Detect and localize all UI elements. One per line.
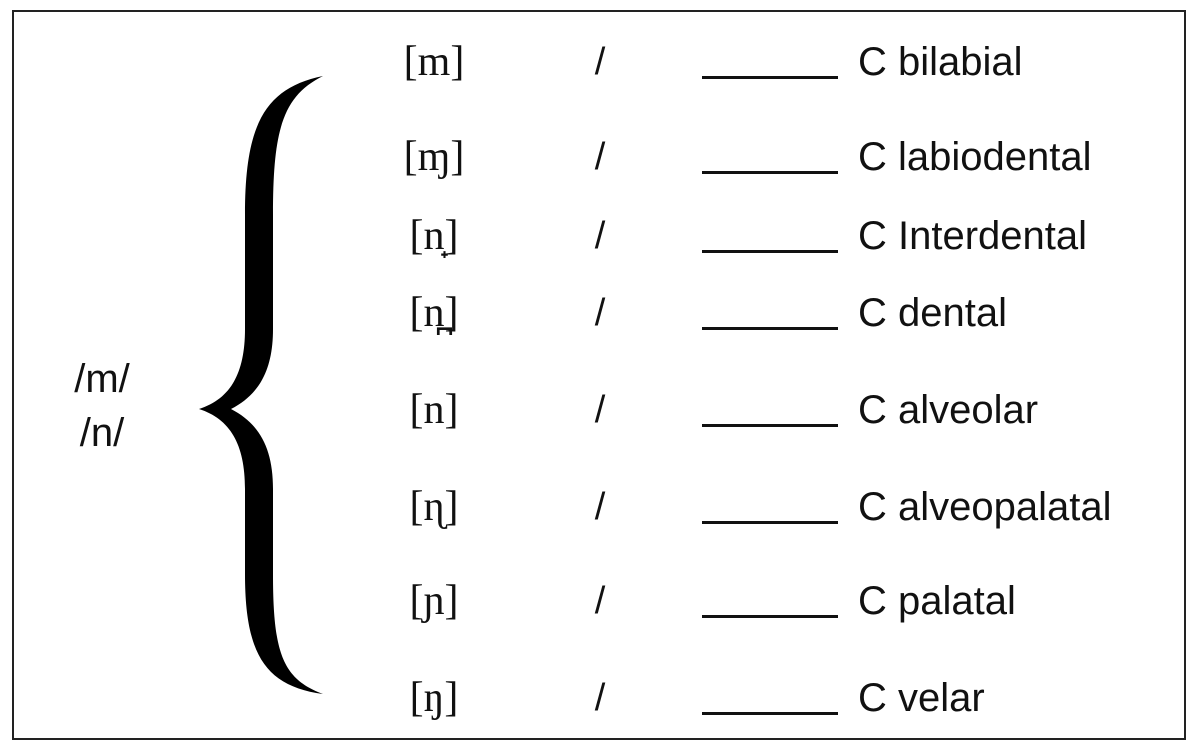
blank-line xyxy=(702,250,838,253)
allophone: [n] xyxy=(409,387,459,433)
blank-line xyxy=(702,712,838,715)
environment-label: C palatal xyxy=(858,579,1016,623)
rule-row: [n] / C alveolar xyxy=(0,380,1200,440)
environment-label: C dental xyxy=(858,291,1007,335)
environment-slash: / xyxy=(594,215,606,257)
environment-slash: / xyxy=(594,677,606,719)
environment-label: C velar xyxy=(858,676,985,720)
environment-slash: / xyxy=(594,580,606,622)
blank-line xyxy=(702,171,838,174)
allophone: [ɳ] xyxy=(409,484,459,530)
environment-slash: / xyxy=(594,41,606,83)
rule-row: [ɳ] / C alveopalatal xyxy=(0,477,1200,537)
phoneme-m: /m/ xyxy=(74,357,130,401)
environment-slash: / xyxy=(594,486,606,528)
phoneme-n: /n/ xyxy=(79,411,125,455)
environment-slash: / xyxy=(594,389,606,431)
blank-line xyxy=(702,424,838,427)
curly-brace xyxy=(199,76,323,694)
environment-slash: / xyxy=(594,292,606,334)
diagram-frame xyxy=(12,10,1186,740)
rule-row: [ɱ] / C labiodental xyxy=(0,127,1200,187)
blank-line xyxy=(702,521,838,524)
allophone: [ɲ] xyxy=(409,578,459,624)
rule-row: [n̟] / C Interdental xyxy=(0,206,1200,266)
blank-line xyxy=(702,615,838,618)
blank-line xyxy=(702,76,838,79)
allophone: [m] xyxy=(403,39,465,85)
rule-row: [ŋ] / C velar xyxy=(0,668,1200,728)
environment-label: C bilabial xyxy=(858,40,1023,84)
allophone: [ɱ] xyxy=(403,134,465,180)
rule-row: [n̪] / C dental xyxy=(0,283,1200,343)
rule-row: [m] / C bilabial xyxy=(0,32,1200,92)
environment-label: C Interdental xyxy=(858,214,1088,258)
underlying-phonemes: /m/ /n/ xyxy=(52,352,152,460)
blank-line xyxy=(702,327,838,330)
allophone: [n̟] xyxy=(409,213,459,259)
rule-row: [ɲ] / C palatal xyxy=(0,571,1200,631)
environment-label: C labiodental xyxy=(858,135,1092,179)
environment-label: C alveolar xyxy=(858,388,1039,432)
environment-slash: / xyxy=(594,136,606,178)
environment-label: C alveopalatal xyxy=(858,485,1112,529)
allophone: [ŋ] xyxy=(409,675,459,721)
allophone: [n̪] xyxy=(409,290,459,336)
